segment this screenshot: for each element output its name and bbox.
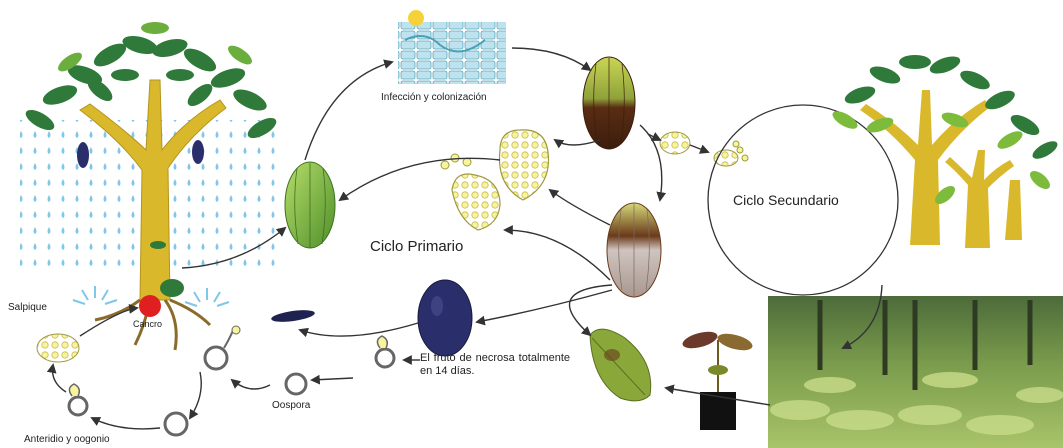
hanging-pod-icon xyxy=(77,142,89,168)
fallen-husk-icon xyxy=(271,308,316,324)
infected-leaf-icon xyxy=(590,329,651,401)
potted-seedling-icon xyxy=(681,329,754,430)
sporangium-release-icon xyxy=(441,154,500,230)
primary-cycle-label: Ciclo Primario xyxy=(370,238,463,255)
rotting-pod-icon xyxy=(583,57,635,149)
sporulating-pod-icon xyxy=(607,203,661,297)
antheridium-oogonium-icon xyxy=(69,384,87,415)
nursery-photo xyxy=(768,296,1063,448)
antheridium-label: Anteridio y oogonio xyxy=(24,434,110,445)
oospore-label: Oospora xyxy=(272,400,310,411)
sporangium-small-icon xyxy=(660,132,690,154)
canker-spot xyxy=(139,295,161,317)
sporangium-large-icon xyxy=(499,130,548,200)
canker-label: Cancro xyxy=(133,319,162,329)
necrosis-note: El fruto de necrosa totalmente en 14 día… xyxy=(420,352,570,378)
infection-tissue-icon xyxy=(398,10,506,84)
secondary-cycle-label: Ciclo Secundario xyxy=(733,192,839,208)
cacao-tree-right xyxy=(830,53,1060,248)
oospore-icon xyxy=(165,326,394,435)
splash-left-icon xyxy=(73,286,117,304)
cacao-tree-left xyxy=(20,22,279,350)
splash-right-icon xyxy=(185,288,229,306)
green-pod-icon xyxy=(285,162,335,248)
infection-label: Infección y colonización xyxy=(381,92,487,103)
splash-label: Salpique xyxy=(8,302,47,313)
sporangium-soil-icon xyxy=(37,334,79,362)
necrotic-pod-icon xyxy=(418,280,472,356)
zoospores-icon xyxy=(714,141,748,166)
